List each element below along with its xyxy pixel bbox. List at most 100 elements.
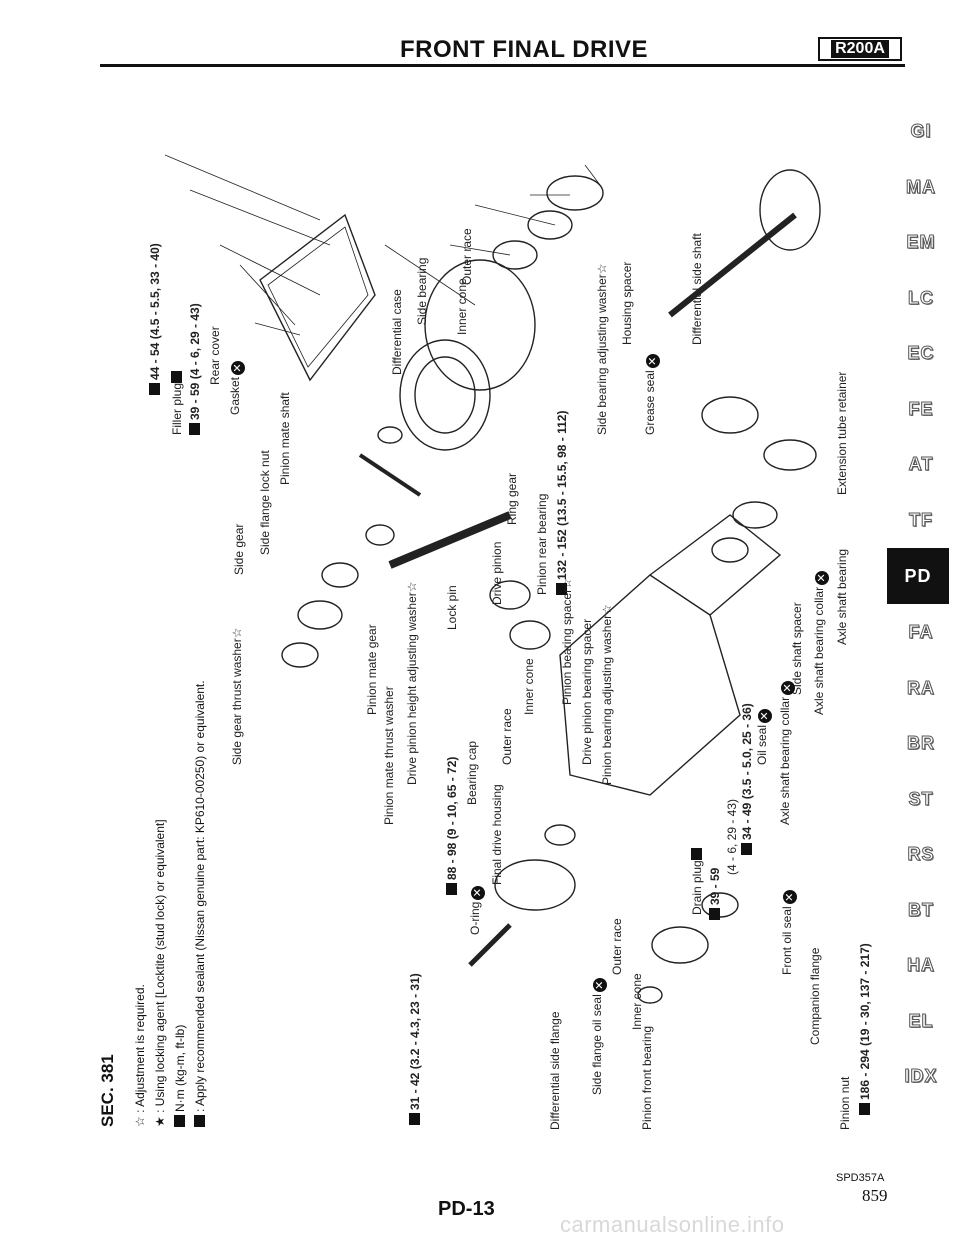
legend-adjustment: ☆ : Adjustment is required.	[133, 984, 147, 1127]
page-number: 859	[862, 1186, 888, 1205]
differential-case-shape	[424, 259, 536, 391]
rotated-label-layer: SEC. 381 ☆ : Adjustment is required. ★ :…	[90, 95, 880, 1135]
companion-flange-shape	[651, 926, 709, 964]
differential-case-label: Differential case	[390, 289, 404, 375]
replace-icon: ✕	[646, 354, 660, 369]
o-ring-label: O-ring✕	[468, 885, 485, 935]
sealant-icon	[171, 370, 182, 383]
header-rule	[100, 64, 905, 67]
side-gear-label: Side gear	[232, 523, 246, 575]
section-tab-lc[interactable]: LC	[908, 287, 934, 308]
pinion-bearing-spacer-label: Pinion bearing spacer☆	[560, 578, 574, 705]
companion-flange-label: Companion flange	[808, 947, 822, 1045]
torque-31-label: 31 - 42 (3.2 - 4.3, 23 - 31)	[408, 973, 422, 1125]
drive-pinion-label: Drive pinion	[490, 541, 504, 605]
pinion-front-bearing-label: Pinion front bearing	[640, 1025, 654, 1130]
axle-shaft-bearing-collar-label: Axle shaft bearing collar✕	[812, 570, 829, 715]
model-badge-label: R200A	[831, 40, 889, 58]
front-oil-seal-label: Front oil seal✕	[780, 890, 797, 975]
section-tab-ma[interactable]: MA	[906, 176, 936, 197]
section-tab-st[interactable]: ST	[908, 788, 934, 809]
torque-icon	[409, 1113, 420, 1125]
pinion-mate-shaft-label: Pinion mate shaft	[278, 392, 292, 485]
section-tab-fa[interactable]: FA	[908, 622, 934, 643]
replace-icon: ✕	[471, 885, 485, 900]
section-tab-el[interactable]: EL	[908, 1010, 934, 1031]
side-gear-thrust-washer-label: Side gear thrust washer☆	[230, 627, 244, 766]
pinion-mate-gear-label: Pinion mate gear	[365, 624, 379, 715]
sealant-icon	[194, 1115, 205, 1127]
section-tab-fe[interactable]: FE	[908, 398, 934, 419]
outer-race-front-label: Outer race	[610, 918, 624, 975]
differential-side-flange-shape	[494, 859, 576, 911]
section-tab-gi[interactable]: GI	[910, 121, 932, 142]
section-tab-ec[interactable]: EC	[907, 343, 935, 364]
section-tab-at[interactable]: AT	[908, 454, 934, 475]
torque-icon	[189, 423, 200, 435]
rear-cover-label: Rear cover	[208, 326, 222, 385]
outer-race-rear-label: Outer race	[500, 708, 514, 765]
extension-tube-retainer-label: Extension tube retainer	[835, 371, 849, 495]
legend-locking-agent: ★ : Using locking agent [Locktite (stud …	[153, 819, 167, 1127]
replace-icon: ✕	[758, 708, 772, 723]
diagram-drawing	[164, 154, 821, 1004]
gasket-label: Gasket✕	[228, 360, 245, 415]
legend-sealant: : Apply recommended sealant (Nissan genu…	[190, 680, 210, 1127]
torque-186-label: 186 - 294 (19 - 30, 137 - 217)	[858, 943, 872, 1115]
torque-icon	[859, 1103, 870, 1115]
inner-cone-front-label: Inner cone	[630, 973, 644, 1030]
inner-cone-side-label: Inner cone	[455, 278, 469, 335]
model-badge: R200A	[818, 37, 902, 61]
ring-gear-shape	[399, 339, 491, 451]
drive-pinion-shape	[388, 511, 512, 569]
section-tab-em[interactable]: EM	[906, 232, 936, 253]
torque-icon	[446, 883, 457, 895]
pinion-bearing-adjusting-washer-label: Pinion bearing adjusting washer☆	[600, 604, 614, 785]
oil-seal-label: Oil seal✕	[755, 708, 772, 765]
torque-icon	[709, 908, 720, 920]
replace-icon: ✕	[815, 570, 829, 585]
filler-plug-label: Filler plug	[170, 368, 184, 435]
replace-icon: ✕	[593, 978, 607, 993]
inner-cone-rear-label: Inner cone	[522, 658, 536, 715]
torque-88-label: 88 - 98 (9 - 10, 65 - 72)	[445, 757, 459, 895]
axle-shaft-bearing-collar-2-label: Axle shaft bearing collar✕	[778, 680, 795, 825]
differential-side-shaft-label: Differential side shaft	[690, 233, 704, 345]
differential-side-flange-label: Differential side flange	[548, 1011, 562, 1130]
outer-race-side-label: Outer race	[460, 228, 474, 285]
torque-icon	[149, 383, 160, 395]
watermark: carmanualsonline.info	[560, 1212, 785, 1237]
section-tab-tf[interactable]: TF	[909, 509, 933, 530]
torque-icon	[741, 843, 752, 855]
sealant-icon	[691, 848, 702, 861]
torque-132-label: 132 - 152 (13.5 - 15.5, 98 - 112)	[555, 411, 569, 595]
side-bearing-shape	[492, 240, 538, 270]
housing-spacer-label: Housing spacer	[620, 261, 634, 345]
section-tab-pd[interactable]: PD	[887, 548, 949, 604]
legend: ☆ : Adjustment is required. ★ : Using lo…	[130, 680, 210, 1127]
section-tab-bt[interactable]: BT	[908, 899, 934, 920]
page-code: PD-13	[438, 1198, 495, 1220]
torque-34-label: 34 - 49 (3.5 - 5.0, 25 - 36)	[740, 703, 754, 855]
bearing-cap-label: Bearing cap	[465, 740, 479, 805]
torque-39a-label: 39 - 59	[708, 868, 722, 920]
legend-torque-unit: N·m (kg-m, ft-lb)	[170, 680, 190, 1127]
differential-side-shaft-shape	[668, 212, 797, 318]
lock-pin-label: Lock pin	[445, 585, 459, 630]
ring-gear-label: Ring gear	[505, 472, 519, 525]
side-flange-lock-nut-label: Side flange lock nut	[258, 450, 272, 555]
replace-icon: ✕	[231, 360, 245, 375]
page-header: FRONT FINAL DRIVE R200A	[100, 28, 905, 68]
page-title: FRONT FINAL DRIVE	[400, 36, 649, 63]
torque-44-label: 44 - 54 (4.5 - 5.5, 33 - 40)	[148, 243, 162, 395]
section-tab-br[interactable]: BR	[907, 733, 935, 754]
replace-icon: ✕	[783, 890, 797, 905]
section-tab-ra[interactable]: RA	[907, 677, 935, 698]
section-code: SEC. 381	[98, 1054, 117, 1127]
section-tab-rs[interactable]: RS	[907, 844, 935, 865]
pinion-rear-bearing-label: Pinion rear bearing	[535, 493, 549, 595]
torque-39a-2-label: (4 - 6, 29 - 43)	[725, 798, 739, 875]
section-tab-ha[interactable]: HA	[907, 955, 935, 976]
section-tab-idx[interactable]: IDX	[904, 1066, 938, 1087]
section-index: GI MA EM LC EC FE AT TF PD FA RA BR ST R…	[887, 118, 953, 1119]
